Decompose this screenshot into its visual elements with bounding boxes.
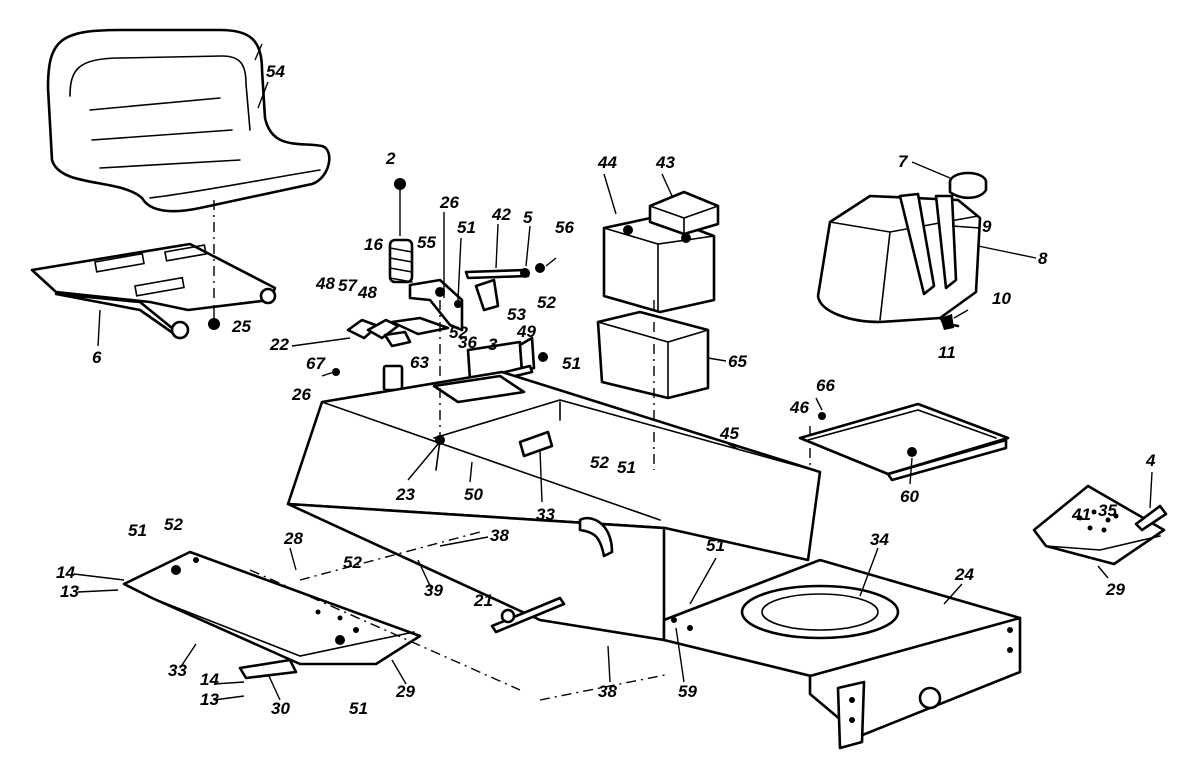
callout: 13 bbox=[60, 582, 79, 601]
callout-labels: 54 6 25 2 16 26 51 55 42 5 56 44 43 7 9 … bbox=[56, 62, 1156, 718]
bolt-25 bbox=[208, 305, 220, 330]
callout: 26 bbox=[291, 385, 311, 404]
alignment-lines bbox=[213, 200, 811, 701]
callout: 52 bbox=[164, 515, 183, 534]
callout: 54 bbox=[266, 62, 285, 81]
callout: 25 bbox=[231, 317, 251, 336]
switch-brackets bbox=[346, 278, 464, 348]
callout: 65 bbox=[728, 352, 747, 371]
callout: 23 bbox=[395, 485, 415, 504]
callout: 55 bbox=[417, 233, 436, 252]
callout: 52 bbox=[537, 293, 556, 312]
spring-assembly bbox=[388, 178, 414, 284]
callout: 33 bbox=[168, 661, 187, 680]
callout: 52 bbox=[590, 453, 609, 472]
callout: 50 bbox=[464, 485, 483, 504]
callout: 48 bbox=[357, 283, 377, 302]
link-rod bbox=[464, 257, 557, 312]
callout: 51 bbox=[349, 699, 368, 718]
callout: 67 bbox=[306, 354, 326, 373]
callout: 38 bbox=[598, 682, 617, 701]
callout: 52 bbox=[449, 323, 468, 342]
callout: 59 bbox=[678, 682, 697, 701]
callout: 14 bbox=[200, 670, 219, 689]
callout: 52 bbox=[343, 553, 362, 572]
callout: 45 bbox=[719, 424, 739, 443]
callout: 7 bbox=[898, 152, 909, 171]
callout: 3 bbox=[488, 335, 498, 354]
battery-tray bbox=[596, 310, 710, 400]
callout: 44 bbox=[597, 153, 617, 172]
callout: 10 bbox=[992, 289, 1011, 308]
callout: 66 bbox=[816, 376, 835, 395]
callout: 6 bbox=[92, 348, 102, 367]
callout: 30 bbox=[271, 699, 290, 718]
callout: 28 bbox=[283, 529, 303, 548]
floor-plate bbox=[798, 402, 1010, 482]
callout: 5 bbox=[523, 208, 533, 227]
callout: 60 bbox=[900, 487, 919, 506]
callout: 9 bbox=[982, 217, 992, 236]
callout: 8 bbox=[1038, 249, 1048, 268]
callout: 57 bbox=[338, 276, 358, 295]
callout: 29 bbox=[1105, 580, 1125, 599]
callout: 36 bbox=[458, 333, 477, 352]
callout: 48 bbox=[315, 274, 335, 293]
callout: 51 bbox=[128, 521, 147, 540]
seat bbox=[46, 28, 331, 213]
callout: 13 bbox=[200, 690, 219, 709]
callout: 35 bbox=[1098, 501, 1117, 520]
fitting bbox=[940, 309, 969, 330]
callout: 34 bbox=[870, 530, 889, 549]
console-body bbox=[286, 370, 822, 642]
leader-lines bbox=[73, 43, 1153, 701]
callout: 11 bbox=[938, 343, 956, 362]
callout: 21 bbox=[473, 591, 493, 610]
callout: 29 bbox=[395, 682, 415, 701]
shaft bbox=[490, 596, 566, 634]
callout: 43 bbox=[655, 153, 675, 172]
callout: 49 bbox=[516, 322, 536, 341]
callout: 39 bbox=[424, 581, 443, 600]
callout: 14 bbox=[56, 563, 75, 582]
callout: 2 bbox=[385, 149, 396, 168]
battery bbox=[602, 190, 720, 314]
foot-plate-left bbox=[122, 550, 422, 680]
callout: 38 bbox=[490, 526, 509, 545]
callout: 33 bbox=[536, 505, 555, 524]
callout: 16 bbox=[364, 235, 383, 254]
callout: 51 bbox=[617, 458, 636, 477]
callout: 51 bbox=[562, 354, 581, 373]
callout: 24 bbox=[954, 565, 974, 584]
callout: 4 bbox=[1145, 451, 1156, 470]
callout: 63 bbox=[410, 353, 429, 372]
callout: 41 bbox=[1071, 505, 1091, 524]
callout: 53 bbox=[507, 305, 526, 324]
switch-67 bbox=[332, 364, 404, 392]
callout: 42 bbox=[491, 205, 511, 224]
callout: 22 bbox=[269, 335, 289, 354]
callout: 51 bbox=[706, 536, 725, 555]
frame bbox=[662, 558, 1022, 750]
foot-plate-right bbox=[1032, 484, 1168, 566]
callout: 46 bbox=[789, 398, 809, 417]
callout: 56 bbox=[555, 218, 574, 237]
callout: 26 bbox=[439, 193, 459, 212]
fuel-tank bbox=[816, 171, 988, 328]
callout: 51 bbox=[457, 218, 476, 237]
